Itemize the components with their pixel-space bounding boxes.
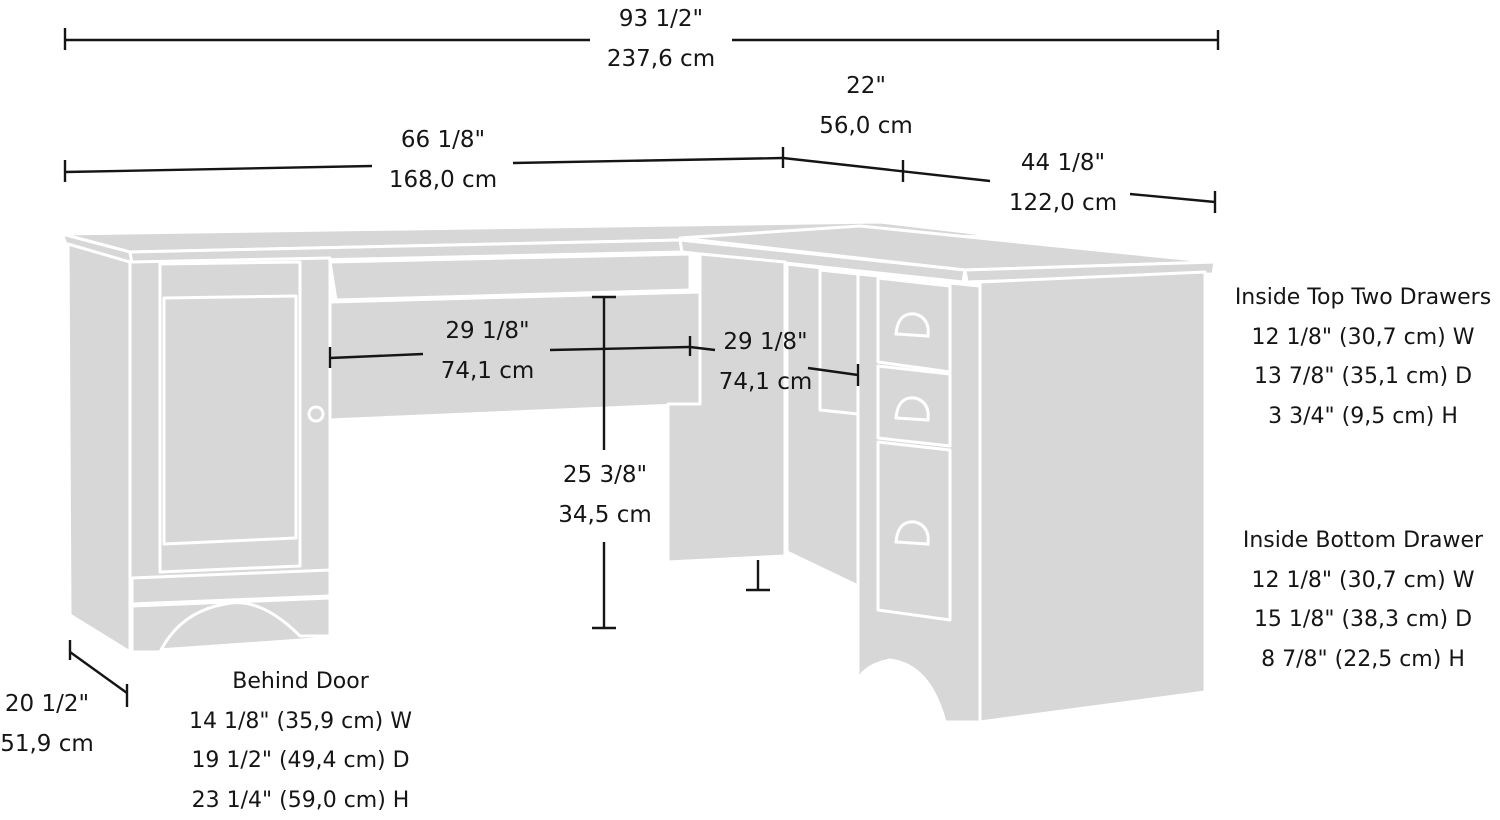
right-interior-metric: 74,1 cm [698,362,833,402]
left-width-imperial: 66 1/8" [372,120,514,160]
total-width-imperial: 93 1/2" [590,0,732,39]
right-width-imperial: 44 1/8" [992,143,1134,183]
left-interior-imperial: 29 1/8" [420,311,555,351]
side-depth-label: 20 1/2" 51,9 cm [0,684,94,764]
drawer-bottom [878,442,950,620]
left-width-label: 66 1/8" 168,0 cm [372,120,514,200]
bottom-drawer-width: 12 1/8" (30,7 cm) W [1230,561,1496,601]
knee-height-label: 25 3/8" 34,5 cm [540,455,670,535]
right-pedestal-side [980,272,1205,722]
right-interior-label: 29 1/8" 74,1 cm [698,322,833,402]
knee-height-imperial: 25 3/8" [540,455,670,495]
left-interior-metric: 74,1 cm [420,351,555,391]
behind-door-depth: 19 1/2" (49,4 cm) D [168,741,433,781]
top-drawers-title: Inside Top Two Drawers [1226,278,1500,318]
bottom-drawer-title: Inside Bottom Drawer [1230,521,1496,561]
behind-door-width: 14 1/8" (35,9 cm) W [168,702,433,742]
behind-door-title: Behind Door [168,662,433,702]
top-drawers-width: 12 1/8" (30,7 cm) W [1226,318,1500,358]
corner-depth-imperial: 22" [795,66,937,106]
right-width-metric: 122,0 cm [992,183,1134,223]
left-pedestal-side [68,244,130,652]
top-drawers-height: 3 3/4" (9,5 cm) H [1226,397,1500,437]
corner-depth-metric: 56,0 cm [795,106,937,146]
drawer-top [878,278,950,372]
right-interior-imperial: 29 1/8" [698,322,833,362]
right-width-label: 44 1/8" 122,0 cm [992,143,1134,223]
top-drawers-depth: 13 7/8" (35,1 cm) D [1226,357,1500,397]
left-width-metric: 168,0 cm [372,160,514,200]
total-width-label: 93 1/2" 237,6 cm [590,0,732,79]
left-interior-label: 29 1/8" 74,1 cm [420,311,555,391]
top-drawers-spec: Inside Top Two Drawers 12 1/8" (30,7 cm)… [1226,278,1500,436]
total-width-metric: 237,6 cm [590,39,732,79]
behind-door-height: 23 1/4" (59,0 cm) H [168,781,433,820]
bottom-drawer-height: 8 7/8" (22,5 cm) H [1230,640,1496,680]
behind-door-spec: Behind Door 14 1/8" (35,9 cm) W 19 1/2" … [168,662,433,820]
bottom-drawer-depth: 15 1/8" (38,3 cm) D [1230,600,1496,640]
knee-height-metric: 34,5 cm [540,495,670,535]
side-depth-metric: 51,9 cm [0,724,94,764]
drawer-middle [878,366,950,446]
bottom-drawer-spec: Inside Bottom Drawer 12 1/8" (30,7 cm) W… [1230,521,1496,679]
corner-depth-label: 22" 56,0 cm [795,66,937,146]
side-depth-imperial: 20 1/2" [0,684,94,724]
